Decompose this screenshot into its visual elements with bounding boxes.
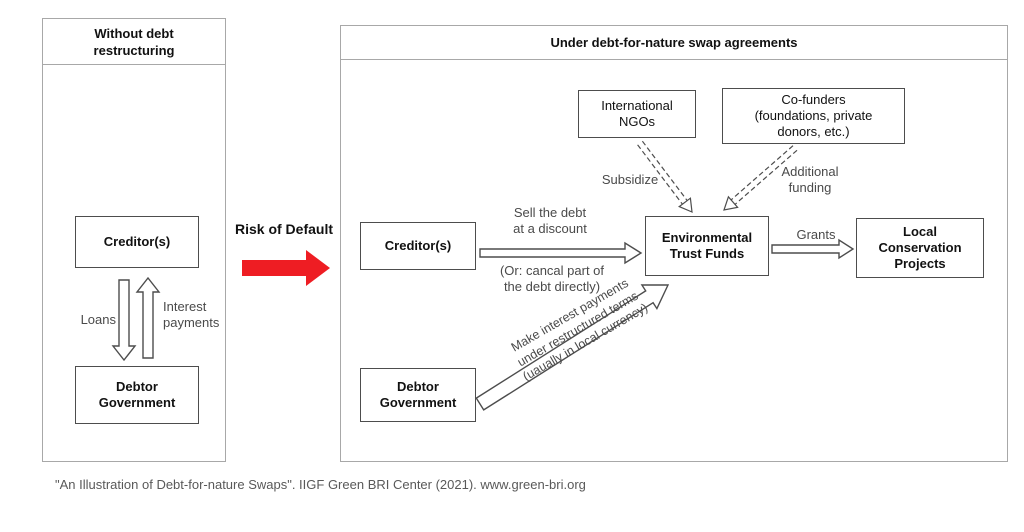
right-panel-title: Under debt-for-nature swap agreements <box>341 26 1007 60</box>
grants-label: Grants <box>796 227 836 242</box>
right-creditors-box: Creditor(s) <box>360 222 476 270</box>
subsidize-dashed-line-2 <box>641 140 688 201</box>
local-conservation-projects-box: Local Conservation Projects <box>856 218 984 278</box>
interest-payments-label: Interest payments <box>163 299 220 331</box>
environmental-trust-funds-box: Environmental Trust Funds <box>645 216 769 276</box>
sell-debt-arrow <box>479 241 643 265</box>
grants-arrow <box>771 238 855 260</box>
left-debtor-government-box: Debtor Government <box>75 366 199 424</box>
subsidize-dashed-line-1 <box>637 144 683 205</box>
swap-agreements-panel: Under debt-for-nature swap agreements <box>340 25 1008 462</box>
left-creditors-box: Creditor(s) <box>75 216 199 268</box>
risk-of-default-arrow <box>242 250 330 286</box>
subsidize-arrowhead <box>678 197 693 213</box>
restructured-payments-arrow <box>475 284 670 411</box>
sell-debt-label: Sell the debt at a discount <box>513 205 587 237</box>
additional-funding-dashed-line-1 <box>730 145 794 201</box>
source-caption: "An Illustration of Debt-for-nature Swap… <box>55 477 586 492</box>
without-restructuring-panel: Without debt restructuring <box>42 18 226 462</box>
risk-of-default-label: Risk of Default <box>234 221 333 237</box>
right-debtor-government-box: Debtor Government <box>360 368 476 422</box>
subsidize-label: Subsidize <box>601 172 659 187</box>
additional-funding-dashed-arrow <box>723 145 798 211</box>
additional-funding-dashed-line-2 <box>734 149 798 205</box>
left-panel-title: Without debt restructuring <box>43 19 225 65</box>
loans-down-arrow <box>111 279 137 362</box>
or-cancel-debt-label: (Or: cancal part of the debt directly) <box>499 263 605 295</box>
additional-funding-arrowhead <box>723 195 739 211</box>
co-funders-box: Co-funders (foundations, private donors,… <box>722 88 905 144</box>
subsidize-dashed-arrow <box>637 140 693 213</box>
international-ngos-box: International NGOs <box>578 90 696 138</box>
loans-label: Loans <box>80 312 116 327</box>
interest-up-arrow <box>135 276 161 359</box>
additional-funding-label: Additional funding <box>781 164 839 196</box>
